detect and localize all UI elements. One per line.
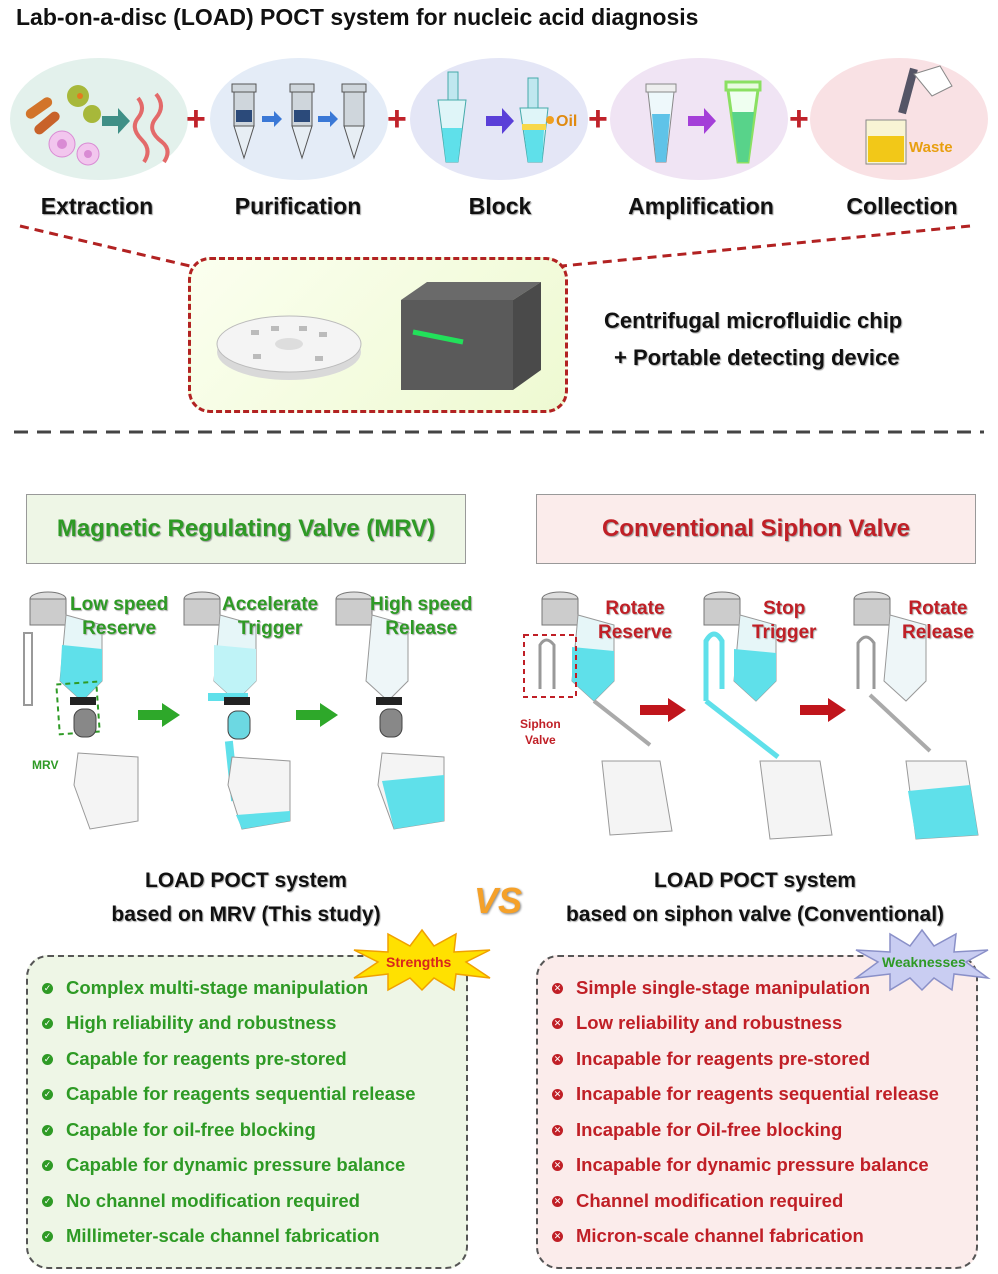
siphon-stage-3 <box>853 591 979 840</box>
step-label-purification: Purification <box>234 193 362 219</box>
page-title: Lab-on-a-disc (LOAD) POCT system for nuc… <box>16 4 699 30</box>
list-item: ✓Capable for oil-free blocking <box>42 1119 316 1140</box>
extraction-step <box>10 58 188 180</box>
siphon-header: Conventional Siphon Valve <box>536 494 976 564</box>
list-item: ✕Micron-scale channel fabrication <box>552 1225 864 1246</box>
plus-sign-2: + <box>387 100 407 138</box>
amplification-step <box>610 58 788 180</box>
check-icon: ✓ <box>42 1053 53 1065</box>
waste-label: Waste <box>909 139 953 156</box>
mrv-header: Magnetic Regulating Valve (MRV) <box>26 494 466 564</box>
siphon-arrow-2 <box>800 698 846 722</box>
device-box <box>188 257 568 413</box>
device-text-line1: Centrifugal microfluidic chip <box>604 308 903 333</box>
list-item: ✕Incapable for dynamic pressure balance <box>552 1154 929 1175</box>
plus-sign-3: + <box>588 100 608 138</box>
list-item: ✕Low reliability and robustness <box>552 1012 843 1033</box>
list-item: ✓Capable for dynamic pressure balance <box>42 1154 406 1175</box>
step-label-extraction: Extraction <box>40 193 154 219</box>
block-step: Oil <box>410 58 588 180</box>
cross-icon: ✕ <box>552 1230 563 1242</box>
list-item: ✓Capable for reagents pre-stored <box>42 1048 347 1069</box>
purification-illustration <box>231 83 367 160</box>
mrv-stages-illustration <box>23 591 445 830</box>
cross-icon: ✕ <box>552 1159 563 1171</box>
list-item: ✕Channel modification required <box>552 1190 844 1211</box>
cross-icon: ✕ <box>552 982 563 994</box>
weaknesses-badge: Weaknesses <box>882 954 966 970</box>
step-label-collection: Collection <box>846 193 958 219</box>
list-item: ✓Capable for reagents sequential release <box>42 1083 416 1104</box>
cross-icon: ✕ <box>552 1017 563 1029</box>
list-item: ✕Incapable for Oil-free blocking <box>552 1119 843 1140</box>
siphon-arrow-1 <box>640 698 686 722</box>
list-item: ✕Incapable for reagents sequential relea… <box>552 1083 939 1104</box>
device-text-line2: + Portable detecting device <box>614 345 900 370</box>
strengths-badge: Strengths <box>386 954 452 970</box>
mrv-stage-3 <box>335 591 445 830</box>
centrifugal-chip-icon <box>216 315 362 380</box>
mrv-arrow-2 <box>296 703 338 727</box>
check-icon: ✓ <box>42 1124 53 1136</box>
list-item: ✓Millimeter-scale channel fabrication <box>42 1225 380 1246</box>
strengths-box: ✓Complex multi-stage manipulation ✓High … <box>26 955 468 1269</box>
cross-icon: ✕ <box>552 1124 563 1136</box>
siphon-stage-1 <box>523 591 673 836</box>
check-icon: ✓ <box>42 1230 53 1242</box>
step-label-block: Block <box>468 193 532 219</box>
plus-sign-4: + <box>789 100 809 138</box>
list-item: ✓High reliability and robustness <box>42 1012 337 1033</box>
vs-label: VS <box>474 880 523 921</box>
siphon-stage-2 <box>703 591 833 840</box>
purification-step <box>210 58 388 180</box>
check-icon: ✓ <box>42 1017 53 1029</box>
check-icon: ✓ <box>42 1159 53 1171</box>
mrv-arrow-1 <box>138 703 180 727</box>
list-item: ✓Complex multi-stage manipulation <box>42 977 369 998</box>
siphon-stages-illustration <box>523 591 979 840</box>
mrv-stage-2 <box>183 591 291 830</box>
strengths-star-icon <box>353 928 491 992</box>
weaknesses-star-icon <box>853 928 991 992</box>
plus-sign-1: + <box>186 100 206 138</box>
cross-icon: ✕ <box>552 1053 563 1065</box>
collection-step: Waste <box>810 58 988 180</box>
cross-icon: ✕ <box>552 1088 563 1100</box>
check-icon: ✓ <box>42 1088 53 1100</box>
block-illustration: Oil <box>437 71 577 163</box>
oil-label: Oil <box>556 113 577 130</box>
mrv-stage-1 <box>23 591 139 830</box>
chip-and-device-illustration <box>216 282 541 390</box>
check-icon: ✓ <box>42 1195 53 1207</box>
step-label-amplification: Amplification <box>628 193 774 219</box>
list-item: ✓No channel modification required <box>42 1190 360 1211</box>
connector-lines <box>14 224 984 434</box>
cross-icon: ✕ <box>552 1195 563 1207</box>
mrv-tag: MRV <box>32 758 59 772</box>
weaknesses-box: ✕Simple single-stage manipulation ✕Low r… <box>536 955 978 1269</box>
list-item: ✕Simple single-stage manipulation <box>552 977 870 998</box>
portable-detector-icon <box>401 282 541 390</box>
amplification-illustration <box>645 80 762 164</box>
collection-illustration: Waste <box>865 65 953 165</box>
list-item: ✕Incapable for reagents pre-stored <box>552 1048 871 1069</box>
extraction-illustration <box>25 85 170 166</box>
check-icon: ✓ <box>42 982 53 994</box>
